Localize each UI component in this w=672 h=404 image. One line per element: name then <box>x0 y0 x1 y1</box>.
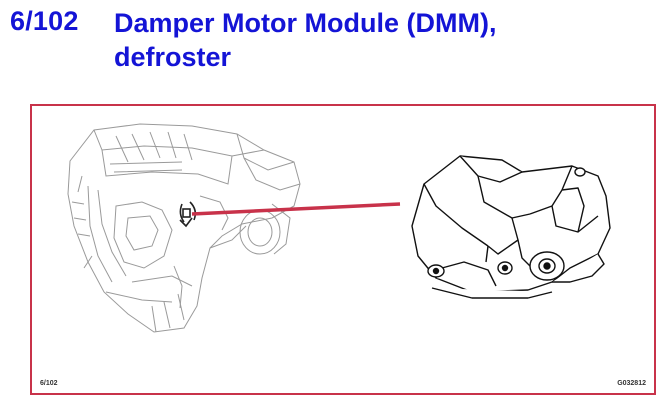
page-title: Damper Motor Module (DMM), defroster <box>114 6 634 74</box>
leader-line <box>191 202 401 216</box>
title-line-2: defroster <box>114 42 232 72</box>
illustration-frame: 6/102 G032812 <box>30 104 656 395</box>
illustration <box>67 123 611 333</box>
section-number: 6/102 <box>10 6 79 36</box>
dmm-location-marker <box>179 201 197 228</box>
figure-id: G032812 <box>617 380 646 387</box>
hvac-housing-drawing <box>67 123 301 333</box>
figure-code: 6/102 <box>40 380 58 387</box>
damper-motor-module-drawing <box>411 155 611 299</box>
title-line-1: Damper Motor Module (DMM), <box>114 8 497 38</box>
